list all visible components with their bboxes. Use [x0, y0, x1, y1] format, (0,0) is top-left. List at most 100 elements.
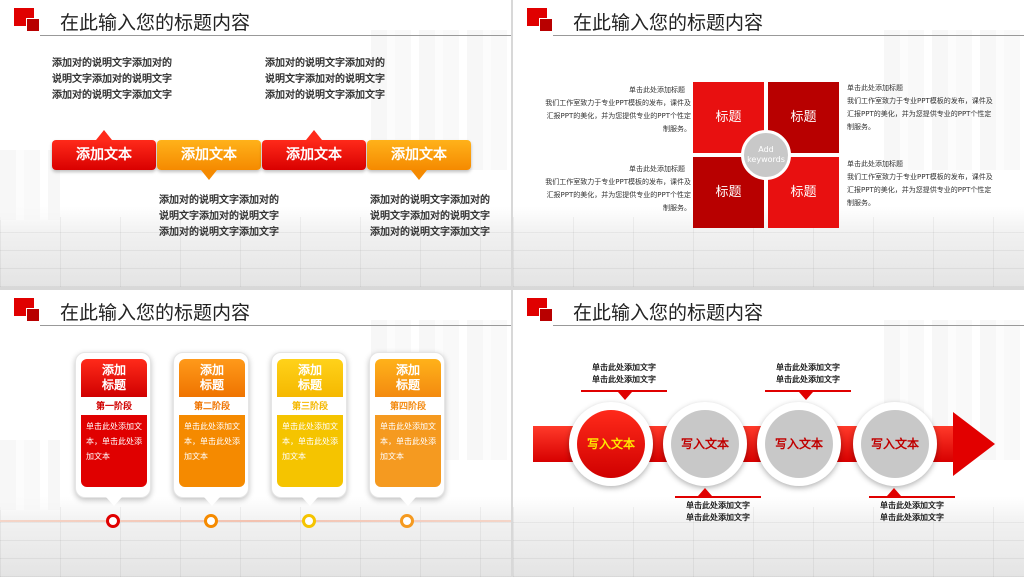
button-label: 添加文本 [286, 147, 342, 163]
title-divider [40, 35, 511, 36]
block-heading: 单击此处添加标题 [847, 160, 903, 168]
label-bottom[interactable]: 单击此处添加文字 单击此处添加文字 [867, 500, 957, 524]
step-circle[interactable]: 写入文本 [853, 402, 937, 486]
block-heading: 单击此处添加标题 [629, 165, 685, 173]
slide-title[interactable]: 在此输入您的标题内容 [60, 12, 251, 34]
button-label: 添加文本 [76, 147, 132, 163]
step-label: 写入文本 [577, 410, 645, 478]
timeline-dot [302, 514, 316, 528]
card-head: 添加 标题 [277, 359, 343, 397]
slide-title[interactable]: 在此输入您的标题内容 [60, 302, 251, 324]
pointer-down-icon [201, 170, 217, 180]
card-title: 添加 [395, 363, 420, 377]
label-line: 单击此处添加文字 [776, 363, 840, 372]
card-title: 添加 [297, 363, 322, 377]
description-text[interactable]: 添加对的说明文字添加对的说明文字添加对的说明文字添加对的说明文字添加文字 [52, 58, 172, 101]
slide-1[interactable]: 在此输入您的标题内容 添加对的说明文字添加对的说明文字添加对的说明文字添加对的说… [0, 0, 511, 287]
timeline-dot [204, 514, 218, 528]
pointer-down-icon [799, 392, 813, 400]
puzzle-grid: 标题 标题 标题 标题 Add keywords [693, 82, 839, 228]
logo-squares-icon [527, 298, 555, 324]
stage-label: 第二阶段 [193, 402, 230, 412]
text-block-bottom-right[interactable]: 单击此处添加标题 我们工作室致力于专业PPT模板的发布，课件及汇报PPT的美化，… [847, 158, 993, 210]
label-top[interactable]: 单击此处添加文字 单击此处添加文字 [579, 362, 669, 386]
keyword-line: Add [758, 145, 774, 154]
slide-title[interactable]: 在此输入您的标题内容 [573, 12, 764, 34]
description-text[interactable]: 添加对的说明文字添加对的说明文字添加对的说明文字添加对的说明文字添加文字 [370, 195, 490, 238]
title-divider [553, 325, 1024, 326]
pointer-down-icon [618, 392, 632, 400]
card-body: 单击此处添加文本，单击此处添加文本 [277, 415, 343, 487]
label-bar [581, 390, 667, 392]
slide-title[interactable]: 在此输入您的标题内容 [573, 302, 764, 324]
floor-texture [0, 217, 511, 287]
label-bottom[interactable]: 单击此处添加文字 单击此处添加文字 [673, 500, 763, 524]
keywords-circle[interactable]: Add keywords [741, 130, 791, 180]
card-head: 添加 标题 [81, 359, 147, 397]
label-bar [869, 496, 955, 498]
step-label: 写入文本 [765, 410, 833, 478]
card-head: 添加 标题 [179, 359, 245, 397]
timeline-line [0, 520, 511, 522]
mosaic-decoration [0, 440, 60, 510]
logo-squares-icon [527, 8, 555, 34]
card-body: 单击此处添加文本，单击此处添加文本 [81, 415, 147, 487]
card-pointer [106, 497, 122, 506]
label-line: 单击此处添加文字 [686, 501, 750, 510]
label-line: 单击此处添加文字 [880, 501, 944, 510]
label-line: 单击此处添加文字 [592, 375, 656, 384]
label-line: 单击此处添加文字 [592, 363, 656, 372]
description-text[interactable]: 添加对的说明文字添加对的说明文字添加对的说明文字添加对的说明文字添加文字 [265, 58, 385, 101]
text-block-bottom-left[interactable]: 单击此处添加标题 我们工作室致力于专业PPT模板的发布，课件及汇报PPT的美化，… [541, 163, 691, 215]
slide-2[interactable]: 在此输入您的标题内容 单击此处添加标题 我们工作室致力于专业PPT模板的发布，课… [513, 0, 1024, 287]
text-block-top-right[interactable]: 单击此处添加标题 我们工作室致力于专业PPT模板的发布，课件及汇报PPT的美化，… [847, 82, 993, 134]
text-block-top-left[interactable]: 单击此处添加标题 我们工作室致力于专业PPT模板的发布，课件及汇报PPT的美化，… [541, 84, 691, 136]
pointer-down-icon [411, 170, 427, 180]
step-label: 写入文本 [861, 410, 929, 478]
add-text-button[interactable]: 添加文本 [157, 140, 261, 180]
logo-squares-icon [14, 8, 42, 34]
stage-card[interactable]: 添加 标题 第三阶段 单击此处添加文本，单击此处添加文本 [271, 352, 347, 506]
button-label: 添加文本 [181, 147, 237, 163]
stage-card[interactable]: 添加 标题 第一阶段 单击此处添加文本，单击此处添加文本 [75, 352, 151, 506]
stage-card[interactable]: 添加 标题 第四阶段 单击此处添加文本，单击此处添加文本 [369, 352, 445, 506]
timeline-dot [106, 514, 120, 528]
keyword-line: keywords [747, 155, 785, 164]
step-circle[interactable]: 写入文本 [569, 402, 653, 486]
stage-label: 第四阶段 [389, 402, 426, 412]
block-heading: 单击此处添加标题 [629, 86, 685, 94]
description-text[interactable]: 添加对的说明文字添加对的说明文字添加对的说明文字添加对的说明文字添加文字 [159, 195, 279, 238]
add-text-button[interactable]: 添加文本 [52, 130, 156, 170]
title-divider [553, 35, 1024, 36]
floor-texture [513, 217, 1024, 287]
card-pointer [204, 497, 220, 506]
card-body: 单击此处添加文本，单击此处添加文本 [375, 415, 441, 487]
label-line: 单击此处添加文字 [880, 513, 944, 522]
pointer-up-icon [306, 130, 322, 140]
title-divider [40, 325, 511, 326]
label-line: 单击此处添加文字 [776, 375, 840, 384]
floor-texture [513, 507, 1024, 577]
step-circle[interactable]: 写入文本 [757, 402, 841, 486]
mosaic-decoration [0, 150, 60, 220]
logo-squares-icon [14, 298, 42, 324]
block-body: 我们工作室致力于专业PPT模板的发布，课件及汇报PPT的美化，并为您提供专业的P… [545, 178, 691, 212]
label-bar [675, 496, 761, 498]
card-title: 添加 [199, 363, 224, 377]
pointer-up-icon [887, 488, 901, 496]
label-top[interactable]: 单击此处添加文字 单击此处添加文字 [763, 362, 853, 386]
step-circle[interactable]: 写入文本 [663, 402, 747, 486]
card-pointer [400, 497, 416, 506]
slide-3[interactable]: 在此输入您的标题内容 添加 标题 第一阶段 单击此处添加文本，单击此处添加文本 … [0, 290, 511, 577]
card-title: 标题 [101, 378, 126, 392]
card-title: 标题 [297, 378, 322, 392]
card-pointer [302, 497, 318, 506]
stage-card[interactable]: 添加 标题 第二阶段 单击此处添加文本，单击此处添加文本 [173, 352, 249, 506]
label-line: 单击此处添加文字 [686, 513, 750, 522]
label-bar [765, 390, 851, 392]
step-label: 写入文本 [671, 410, 739, 478]
slide-4[interactable]: 在此输入您的标题内容 单击此处添加文字 单击此处添加文字 单击此处添加文字 单击… [513, 290, 1024, 577]
add-text-button[interactable]: 添加文本 [367, 140, 471, 180]
add-text-button[interactable]: 添加文本 [262, 130, 366, 170]
block-body: 我们工作室致力于专业PPT模板的发布，课件及汇报PPT的美化，并为您提供专业的P… [847, 173, 993, 207]
